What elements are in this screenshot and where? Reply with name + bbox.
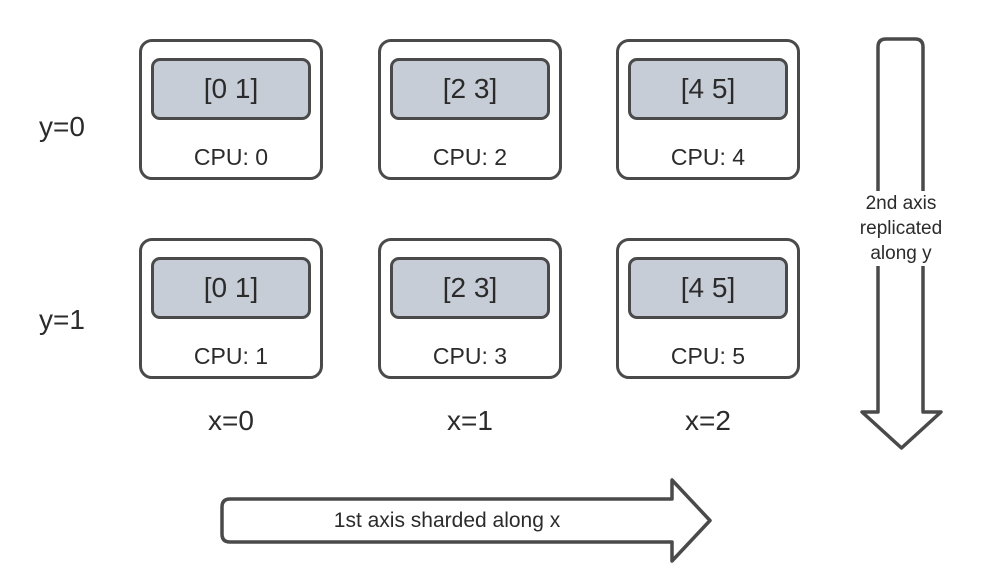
shard-values: [2 3]	[442, 73, 498, 104]
device-box-y0-x1: [2 3] CPU: 2	[378, 39, 562, 180]
shard-chip: [2 3]	[390, 257, 550, 319]
y-arrow-caption: 2nd axis replicated along y	[841, 191, 961, 266]
cpu-label: CPU: 1	[193, 343, 269, 369]
device-box-y1-x2: [4 5] CPU: 5	[616, 238, 800, 379]
device-box-y1-x1: [2 3] CPU: 3	[378, 238, 562, 379]
cpu-label: CPU: 3	[432, 343, 508, 369]
shard-chip: [4 5]	[628, 257, 788, 319]
shard-values: [0 1]	[203, 73, 259, 104]
right-arrow-shape	[220, 478, 712, 563]
device-box-y0-x2: [4 5] CPU: 4	[616, 39, 800, 180]
cpu-label: CPU: 0	[193, 144, 269, 170]
shard-chip: [2 3]	[390, 58, 550, 120]
cpu-label: CPU: 2	[432, 144, 508, 170]
shard-values: [0 1]	[203, 272, 259, 303]
shard-values: [2 3]	[442, 272, 498, 303]
row-label-y0: y=0	[39, 111, 85, 142]
shard-values: [4 5]	[680, 272, 736, 303]
shard-chip: [4 5]	[628, 58, 788, 120]
device-box-y0-x0: [0 1] CPU: 0	[139, 39, 323, 180]
col-label-x2: x=2	[685, 405, 731, 436]
cpu-label: CPU: 4	[670, 144, 746, 170]
shard-chip: [0 1]	[151, 58, 311, 120]
row-label-y1: y=1	[39, 304, 85, 335]
cpu-label: CPU: 5	[670, 343, 746, 369]
device-box-y1-x0: [0 1] CPU: 1	[139, 238, 323, 379]
col-label-x1: x=1	[447, 405, 493, 436]
col-label-x0: x=0	[208, 405, 254, 436]
x-arrow-caption: 1st axis sharded along x	[333, 509, 561, 532]
shard-values: [4 5]	[680, 73, 736, 104]
shard-chip: [0 1]	[151, 257, 311, 319]
